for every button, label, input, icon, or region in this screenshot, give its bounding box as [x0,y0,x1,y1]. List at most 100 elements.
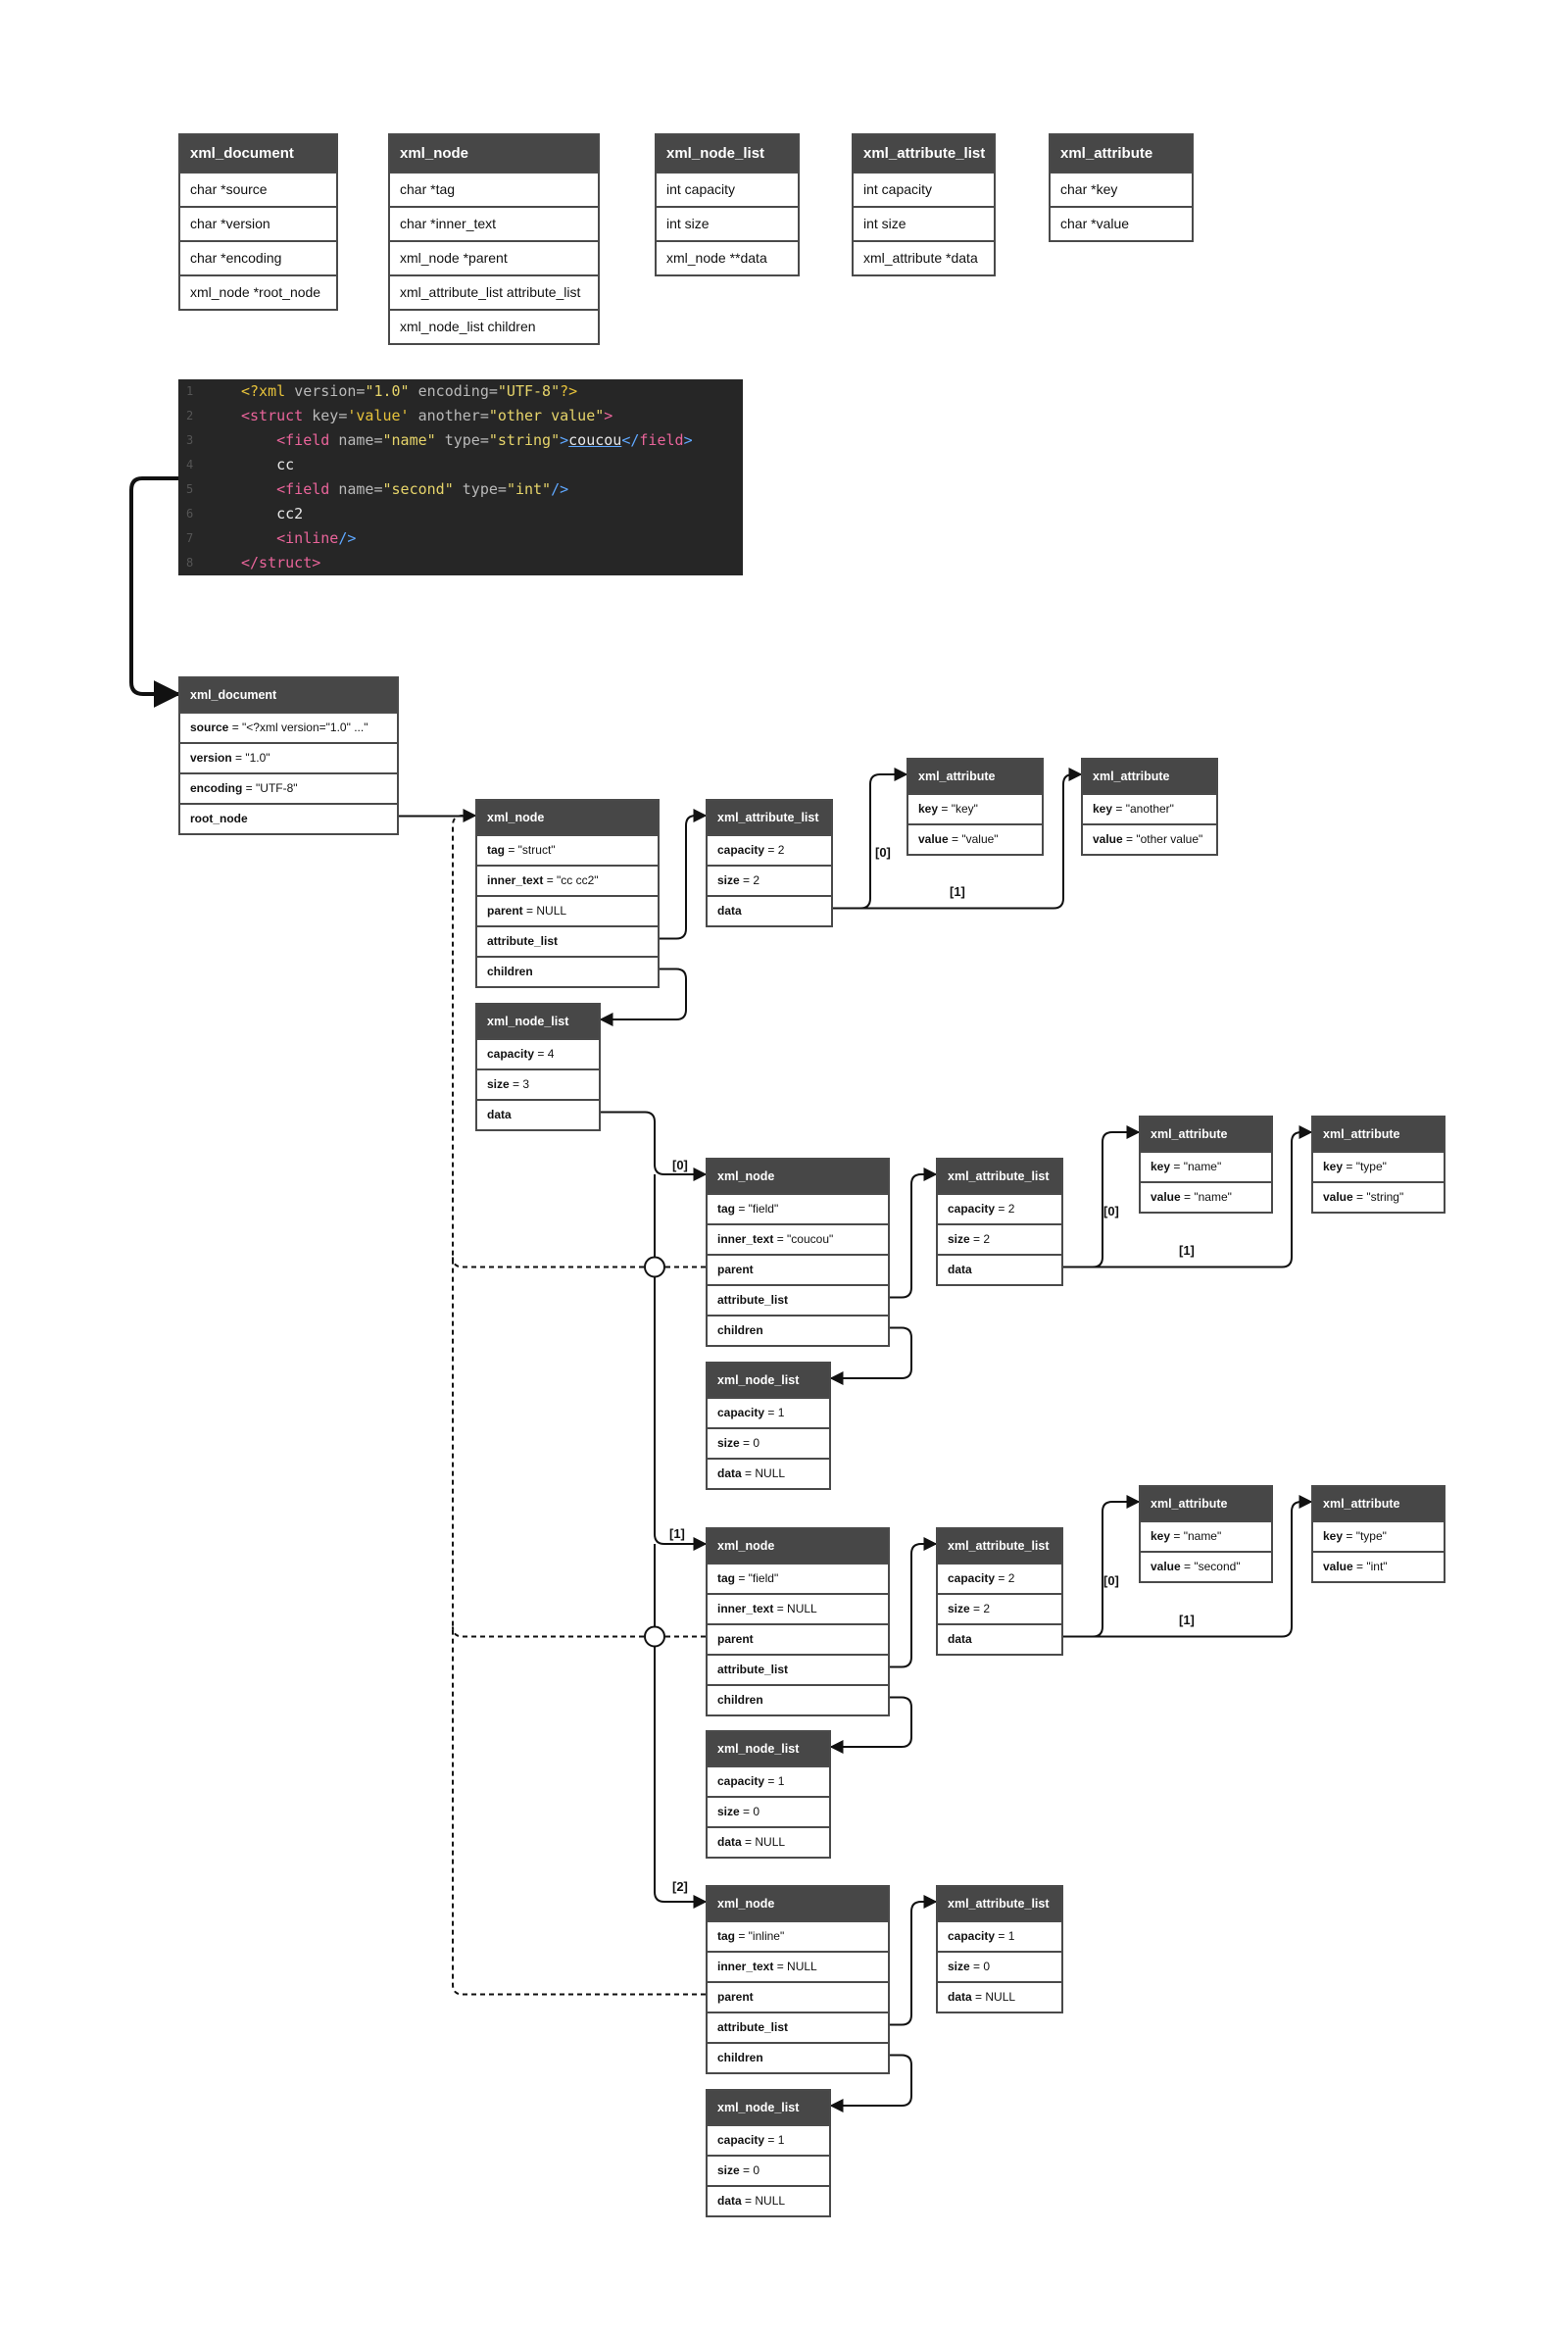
instance-field: inner_text = NULL [708,1951,888,1981]
struct-def-field: char *encoding [180,240,336,274]
source-pointer-arrow [129,476,181,708]
field-value: = NULL [741,1835,786,1849]
instance-field: data [477,1099,599,1129]
struct-def-field: xml_attribute_list attribute_list [390,274,598,309]
field-value: = 1 [764,1406,785,1419]
parent-junction [644,1256,665,1278]
parent-junction [644,1625,665,1648]
field-name: data [948,1632,972,1646]
field-value: = "coucou" [773,1232,834,1246]
index-label: [0] [672,1158,688,1172]
instance-title: xml_attribute [1141,1118,1271,1151]
field-name: encoding [190,781,243,795]
field-value: = 0 [739,1436,760,1450]
attribute-data-pointer [860,768,1083,910]
field-value: = 0 [739,2163,760,2177]
struct-def-field: char *source [180,172,336,206]
field-name: attribute_list [487,934,559,948]
instance-title: xml_attribute [1313,1487,1444,1520]
struct-def-title: xml_attribute [1051,135,1192,172]
field-value: = 2 [969,1232,991,1246]
field-value: = NULL [971,1990,1016,2004]
code-token: key= [312,407,348,424]
code-text: </struct> [241,551,320,575]
instance-field: tag = "field" [708,1193,888,1223]
struct-def-field: xml_attribute *data [854,240,994,274]
code-token: ?> [560,382,578,400]
code-token: > [683,431,693,449]
struct-def-field: char *tag [390,172,598,206]
instance-field: parent = NULL [477,895,658,925]
instance-title: xml_attribute [1141,1487,1271,1520]
field-name: key [918,802,939,816]
parent-pointer [452,1257,706,1268]
code-token: 'value' [347,407,410,424]
code-token: <struct [241,407,313,424]
field-value: = "field" [735,1571,779,1585]
field-name: data [717,1466,742,1480]
instance-field: data = NULL [938,1981,1061,2012]
code-text: <field name="second" type="int"/> [241,477,568,502]
field-name: parent [717,1990,754,2004]
field-name: key [1151,1529,1171,1543]
field-name: data [487,1108,512,1121]
instance-field: value = "second" [1141,1551,1271,1581]
code-token: "string" [488,431,561,449]
field-name: version [190,751,232,765]
code-token: "UTF-8" [497,382,561,400]
instance-title: xml_document [180,678,397,712]
field-name: children [717,1693,763,1707]
field-name: data [948,1990,972,2004]
struct-def-field: char *value [1051,206,1192,240]
field-name: value [1323,1560,1353,1573]
instance-field: attribute_list [708,2012,888,2042]
code-token: cc2 [241,505,304,522]
code-text: cc [241,453,294,477]
code-text: <inline/> [241,526,356,551]
code-token: type= [453,480,507,498]
instance-field: key = "name" [1141,1151,1271,1181]
field-value: = NULL [741,2194,786,2208]
field-value: = 0 [739,1805,760,1818]
instance-field: children [708,1684,888,1714]
struct-def-title: xml_node [390,135,598,172]
code-token: "other value" [488,407,605,424]
field-name: value [918,832,949,846]
field-name: children [487,965,533,978]
code-token: <?xml [241,382,295,400]
struct-def-field: char *version [180,206,336,240]
field-value: = 2 [739,873,760,887]
field-name: size [717,1436,740,1450]
struct-def-field: xml_node *parent [390,240,598,274]
instance-field: capacity = 2 [938,1563,1061,1593]
field-value: = "value" [948,832,999,846]
instance-field: size = 2 [938,1593,1061,1623]
code-token [241,480,276,498]
field-value: = "struct" [505,843,556,857]
struct-def-field: int capacity [657,172,798,206]
field-name: tag [487,843,505,857]
instance-field: parent [708,1623,888,1654]
instance-title: xml_attribute [1313,1118,1444,1151]
code-token: "int" [506,480,552,498]
field-name: key [1093,802,1113,816]
instance-field: encoding = "UTF-8" [180,772,397,803]
field-value: = "key" [938,802,978,816]
field-name: attribute_list [717,1663,789,1676]
field-value: = "name" [1170,1529,1222,1543]
field-name: capacity [487,1047,535,1061]
instance-field: version = "1.0" [180,742,397,772]
code-token: "1.0" [365,382,410,400]
index-label: [1] [1179,1613,1195,1627]
field-value: = NULL [741,1466,786,1480]
